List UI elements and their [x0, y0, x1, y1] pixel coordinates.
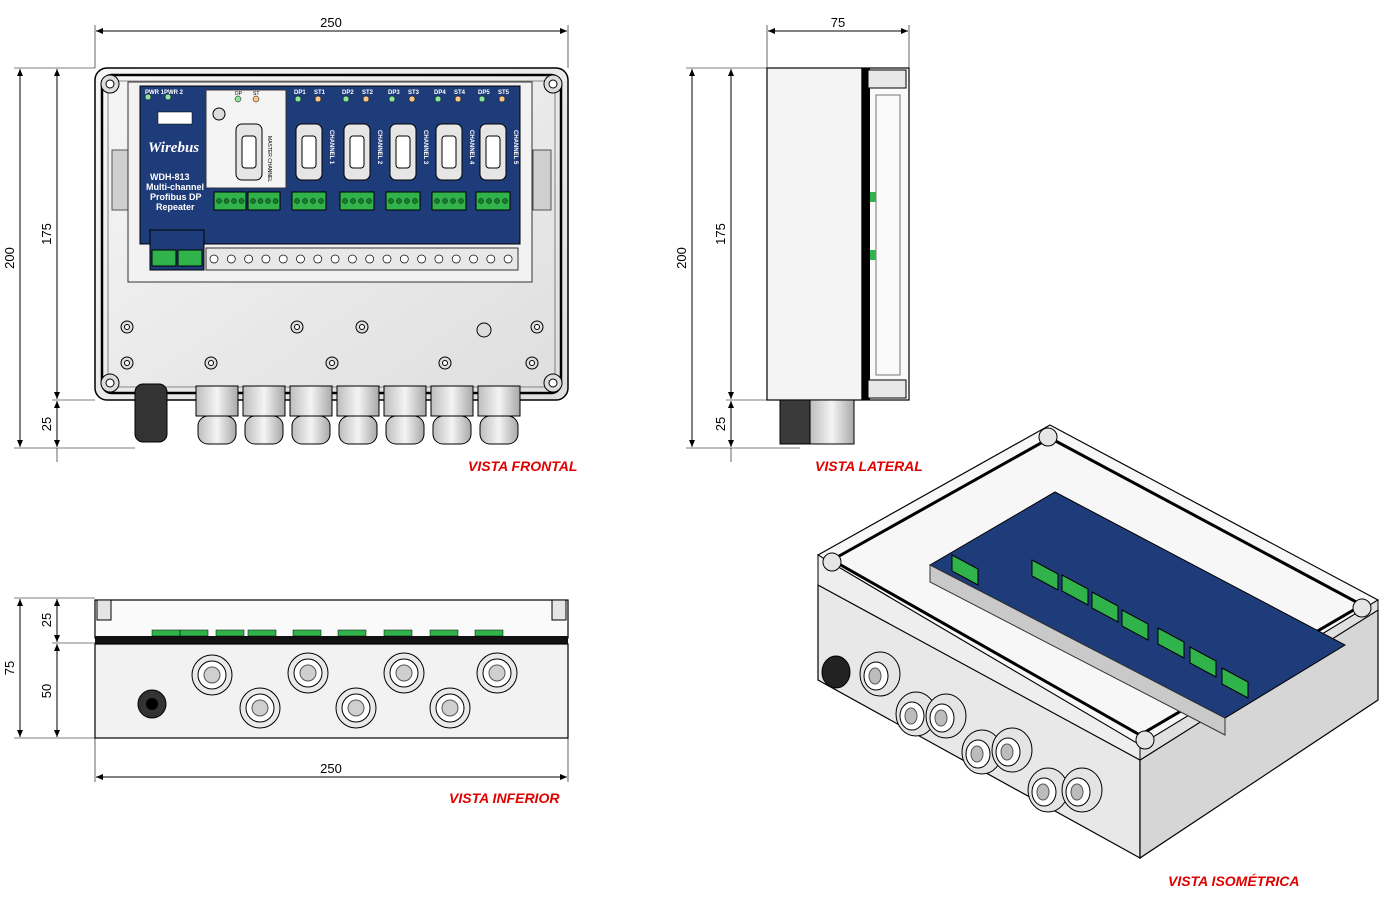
cable-gland [477, 385, 521, 445]
desc-line-2: Profibus DP [150, 192, 202, 202]
isometric-view [816, 424, 1380, 860]
iso-terminal [1061, 574, 1089, 606]
led-label: DP5 [478, 90, 490, 96]
iso-cable-gland [1061, 767, 1103, 813]
iso-terminal [1031, 559, 1059, 591]
side-view: 75 200 175 25 [674, 15, 910, 462]
terminal-edge [179, 629, 209, 637]
dim-front-gland: 25 [39, 417, 54, 431]
terminal-edge [337, 629, 367, 637]
bottom-view: 75 25 50 250 [2, 597, 569, 782]
cable-gland [242, 385, 286, 445]
label-front-view: VISTA FRONTAL [468, 458, 577, 474]
iso-terminal [1091, 591, 1119, 623]
master-channel-label: MASTER CHANNEL [266, 136, 272, 182]
channel-label: CHANNEL 3 [422, 130, 428, 165]
cable-gland [289, 385, 333, 445]
label-bottom-view: VISTA INFERIOR [449, 790, 560, 806]
address-switch [476, 322, 492, 338]
label-iso-view: VISTA ISOMÉTRICA [1168, 873, 1299, 889]
iso-cable-gland [991, 727, 1033, 773]
cable-gland-bottom [383, 652, 425, 694]
dim-bottom-body: 50 [39, 684, 54, 698]
cable-gland-bottom [476, 652, 518, 694]
channel-label: CHANNEL 5 [512, 130, 518, 165]
led-label: ST3 [408, 90, 420, 96]
cable-gland-bottom [335, 687, 377, 729]
led-label: DP2 [342, 90, 354, 96]
cable-gland [383, 385, 427, 445]
iso-cable-gland [925, 693, 967, 739]
master-terminal [213, 191, 247, 211]
master-terminal [247, 191, 281, 211]
cable-gland-bottom [429, 687, 471, 729]
cable-gland-bottom [191, 654, 233, 696]
channel-label: CHANNEL 4 [468, 130, 474, 165]
channel-label: CHANNEL 1 [328, 130, 334, 165]
dim-front-width: 250 [320, 15, 342, 30]
cable-gland-bottom [287, 652, 329, 694]
cable-gland-bottom [239, 687, 281, 729]
dp-led-label: DP [235, 91, 243, 97]
terminal-edge [215, 629, 245, 637]
iso-terminal [1189, 646, 1217, 678]
desc-line-3: Repeater [156, 202, 195, 212]
cable-gland [336, 385, 380, 445]
iso-cable-gland [1027, 767, 1069, 813]
dim-side-gland: 25 [713, 417, 728, 431]
dim-side-body: 175 [713, 223, 728, 245]
dim-side-width: 75 [831, 15, 845, 30]
front-panel [139, 85, 521, 245]
cable-gland [430, 385, 474, 445]
iso-terminal [1121, 609, 1149, 641]
terminal-edge [429, 629, 459, 637]
led-label: ST1 [314, 90, 326, 96]
dim-bottom-width: 250 [320, 761, 342, 776]
dim-front-total: 200 [2, 247, 17, 269]
terminal-edge [247, 629, 277, 637]
led-label: DP1 [294, 90, 306, 96]
iso-terminal [951, 554, 979, 586]
brand-logo: Wirebus [148, 140, 199, 156]
terminal-edge [292, 629, 322, 637]
led-label: ST2 [362, 90, 374, 96]
desc-line-1: Multi-channel [146, 182, 204, 192]
dim-front-body: 175 [39, 223, 54, 245]
led-label: DP4 [434, 90, 446, 96]
led-label: ST4 [454, 90, 466, 96]
iso-cable-gland [859, 651, 901, 697]
cable-gland [195, 385, 239, 445]
led-label: ST5 [498, 90, 510, 96]
terminal-edge [383, 629, 413, 637]
model-label: WDH-813 [150, 172, 190, 182]
terminal-edge [151, 629, 181, 637]
iso-terminal [1221, 667, 1249, 699]
channel-label: CHANNEL 2 [376, 130, 382, 165]
st-led-label: ST [253, 91, 259, 97]
dim-bottom-lid: 25 [39, 613, 54, 627]
iso-terminal [1157, 627, 1185, 659]
dim-bottom-total: 75 [2, 661, 17, 675]
enclosure-side-body [766, 67, 863, 401]
label-side-view: VISTA LATERAL [815, 458, 923, 474]
front-bottom-details [120, 320, 544, 445]
pwr2-led-label: PWR 2 [164, 90, 184, 96]
terminal-edge [474, 629, 504, 637]
dim-side-total: 200 [674, 247, 689, 269]
pwr1-led-label: PWR 1 [145, 90, 165, 96]
led-label: DP3 [388, 90, 400, 96]
gland-black [134, 383, 168, 443]
iso-cable-gland [895, 691, 937, 737]
